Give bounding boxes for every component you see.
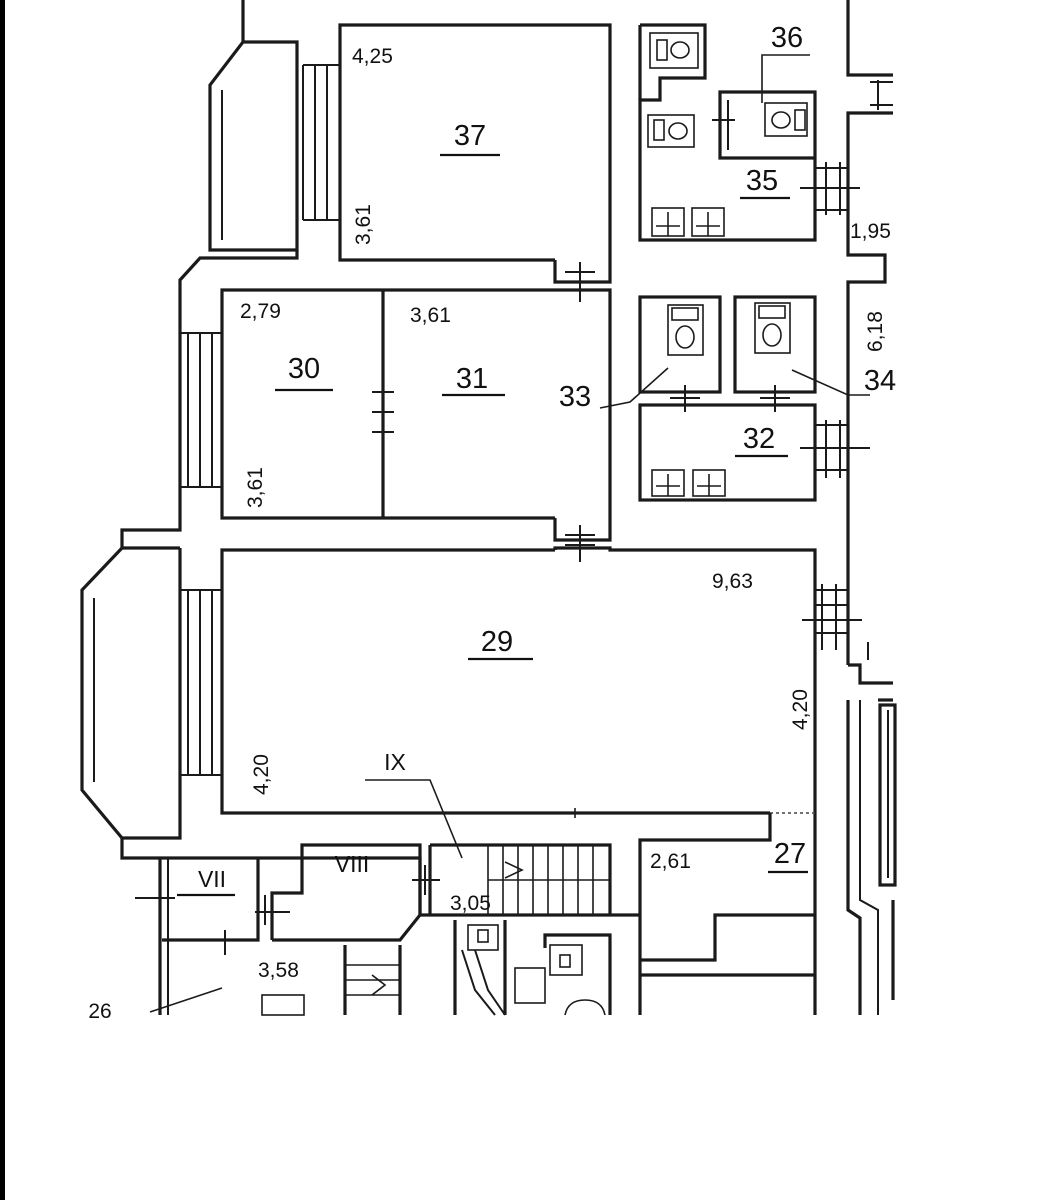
- door-markers: [135, 262, 595, 955]
- room-label-37: 37: [454, 120, 486, 152]
- dim-room-30-width: 2,79: [240, 300, 281, 323]
- toilet-icon: [667, 304, 704, 356]
- toilet-icon: [754, 302, 791, 354]
- wall-room-33: [638, 295, 722, 394]
- room-label-33: 33: [559, 381, 591, 413]
- dimension-labels: 4,25 3,61 1,95 2,79 3,61 3,61 6,18 9,63 …: [240, 45, 891, 982]
- room-label-27: 27: [774, 838, 806, 870]
- wall-room-35: [638, 23, 817, 242]
- dim-room-29-height-right: 4,20: [789, 689, 812, 730]
- room-label-32: 32: [743, 423, 775, 455]
- toilet-icon: [649, 32, 699, 69]
- room-label-VIII: VIII: [335, 851, 370, 877]
- wall-room-37: [338, 23, 612, 270]
- room-label-IX: IX: [384, 749, 406, 775]
- dim-corridor-length: 6,18: [864, 311, 887, 352]
- wall-room-27: [638, 813, 772, 1015]
- wall-room-29: [220, 548, 770, 815]
- leader-36: [761, 54, 810, 103]
- toilet-icon: [764, 102, 808, 137]
- wall-bay-top: [208, 0, 299, 252]
- wall-room-29-east: [553, 546, 817, 1015]
- room-label-30: 30: [288, 353, 320, 385]
- wall-room-34: [733, 295, 817, 394]
- wall-rooms-30-31: [220, 288, 612, 530]
- room-labels: 37 36 35 30 31 33 34 32 29 27 26 VII VII…: [88, 22, 896, 1023]
- wc-block-middle: [599, 295, 870, 502]
- dim-room-31-width: 3,61: [410, 304, 451, 327]
- wall-room-32: [638, 403, 817, 502]
- dim-room-37-width: 4,25: [352, 45, 393, 68]
- wall-east-corridor: [846, 111, 893, 665]
- dim-room-29-height-left: 4,20: [250, 754, 273, 795]
- toilet-icon: [647, 114, 695, 148]
- dim-corridor-width: 1,95: [850, 220, 891, 243]
- wc-block-top: [638, 23, 860, 242]
- room-label-35: 35: [746, 165, 778, 197]
- room-label-36: 36: [771, 22, 803, 54]
- room-label-34: 34: [864, 365, 896, 397]
- wall-west-corridor: [120, 250, 299, 550]
- dim-room-30-height: 3,61: [244, 467, 267, 508]
- room-label-31: 31: [456, 363, 488, 395]
- leader-IX: [365, 779, 463, 859]
- room-label-26: 26: [88, 1000, 111, 1023]
- wall-room-31-door: [553, 518, 612, 542]
- dim-stair-IX: 3,05: [450, 892, 491, 915]
- wall-room-VIII: [270, 843, 422, 942]
- wall-room-VII: [162, 858, 260, 942]
- room-label-VII: VII: [198, 866, 226, 892]
- dim-room-37-height: 3,61: [352, 204, 375, 245]
- dim-room-27-width: 2,61: [650, 850, 691, 873]
- leader-33: [599, 367, 669, 409]
- leader-34: [791, 369, 870, 396]
- room-label-29: 29: [481, 626, 513, 658]
- wall-stair-IX: [430, 843, 612, 915]
- dim-room-29-width: 9,63: [712, 570, 753, 593]
- wall-room-27-inner: [640, 913, 815, 962]
- wall-east-top: [846, 0, 893, 77]
- dim-room-26-width: 3,58: [258, 959, 299, 982]
- left-frame-edge: [0, 0, 5, 1200]
- wall-bay-29: [80, 546, 182, 840]
